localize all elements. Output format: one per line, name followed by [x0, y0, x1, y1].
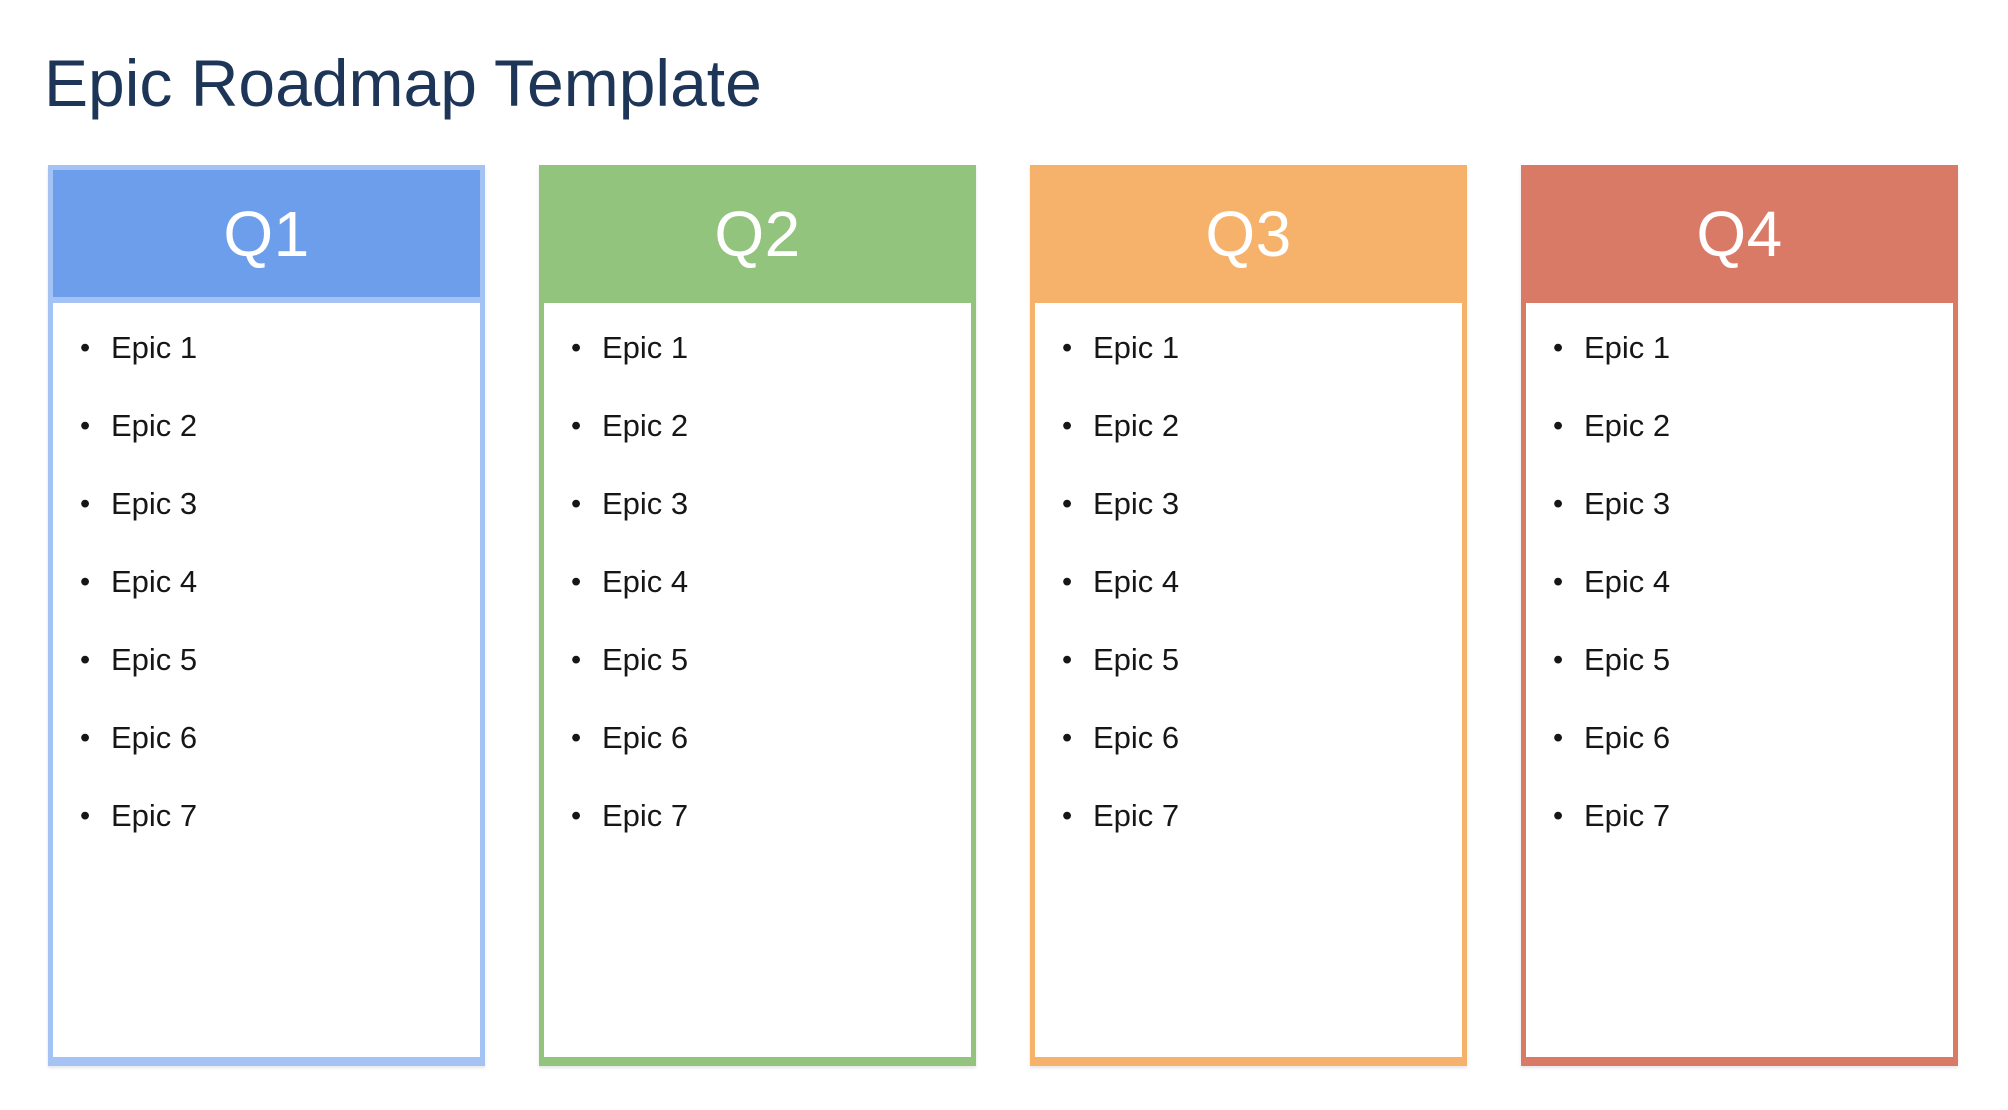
- column-q3: Q3 Epic 1Epic 2Epic 3Epic 4Epic 5Epic 6E…: [1030, 165, 1467, 1066]
- column-header-label: Q2: [714, 197, 801, 270]
- epic-list-item: Epic 6: [544, 699, 963, 777]
- column-header-q4: Q4: [1526, 170, 1953, 303]
- epic-list-item: Epic 7: [1526, 777, 1945, 855]
- column-header-label: Q1: [223, 197, 310, 270]
- epic-list-item: Epic 6: [1526, 699, 1945, 777]
- column-q4: Q4 Epic 1Epic 2Epic 3Epic 4Epic 5Epic 6E…: [1521, 165, 1958, 1066]
- epic-list-item: Epic 4: [53, 543, 472, 621]
- column-q1: Q1 Epic 1Epic 2Epic 3Epic 4Epic 5Epic 6E…: [48, 165, 485, 1066]
- epic-list-item: Epic 3: [1526, 465, 1945, 543]
- epic-list-item: Epic 6: [1035, 699, 1454, 777]
- epic-list-item: Epic 5: [53, 621, 472, 699]
- epic-list-item: Epic 4: [1526, 543, 1945, 621]
- epic-list-q4: Epic 1Epic 2Epic 3Epic 4Epic 5Epic 6Epic…: [1526, 303, 1953, 855]
- epic-list-item: Epic 3: [544, 465, 963, 543]
- epic-list-item: Epic 7: [544, 777, 963, 855]
- epic-list-item: Epic 5: [1035, 621, 1454, 699]
- epic-list-item: Epic 1: [1035, 309, 1454, 387]
- epic-list-item: Epic 1: [53, 309, 472, 387]
- epic-list-item: Epic 5: [544, 621, 963, 699]
- epic-list-item: Epic 4: [544, 543, 963, 621]
- epic-list-item: Epic 2: [544, 387, 963, 465]
- column-header-q1: Q1: [53, 170, 480, 303]
- column-q2: Q2 Epic 1Epic 2Epic 3Epic 4Epic 5Epic 6E…: [539, 165, 976, 1066]
- epic-list-q1: Epic 1Epic 2Epic 3Epic 4Epic 5Epic 6Epic…: [53, 303, 480, 855]
- column-header-label: Q4: [1696, 197, 1783, 270]
- epic-list-item: Epic 2: [1526, 387, 1945, 465]
- epic-list-item: Epic 7: [53, 777, 472, 855]
- column-header-q2: Q2: [544, 170, 971, 303]
- epic-list-item: Epic 3: [53, 465, 472, 543]
- column-header-q3: Q3: [1035, 170, 1462, 303]
- epic-list-item: Epic 7: [1035, 777, 1454, 855]
- page-title: Epic Roadmap Template: [44, 46, 762, 121]
- epic-list-item: Epic 4: [1035, 543, 1454, 621]
- epic-list-item: Epic 1: [1526, 309, 1945, 387]
- epic-list-item: Epic 3: [1035, 465, 1454, 543]
- epic-list-item: Epic 5: [1526, 621, 1945, 699]
- quarter-columns-row: Q1 Epic 1Epic 2Epic 3Epic 4Epic 5Epic 6E…: [48, 165, 1958, 1066]
- epic-list-item: Epic 2: [53, 387, 472, 465]
- epic-list-item: Epic 1: [544, 309, 963, 387]
- epic-list-item: Epic 2: [1035, 387, 1454, 465]
- epic-list-item: Epic 6: [53, 699, 472, 777]
- epic-list-q2: Epic 1Epic 2Epic 3Epic 4Epic 5Epic 6Epic…: [544, 303, 971, 855]
- column-header-label: Q3: [1205, 197, 1292, 270]
- epic-list-q3: Epic 1Epic 2Epic 3Epic 4Epic 5Epic 6Epic…: [1035, 303, 1462, 855]
